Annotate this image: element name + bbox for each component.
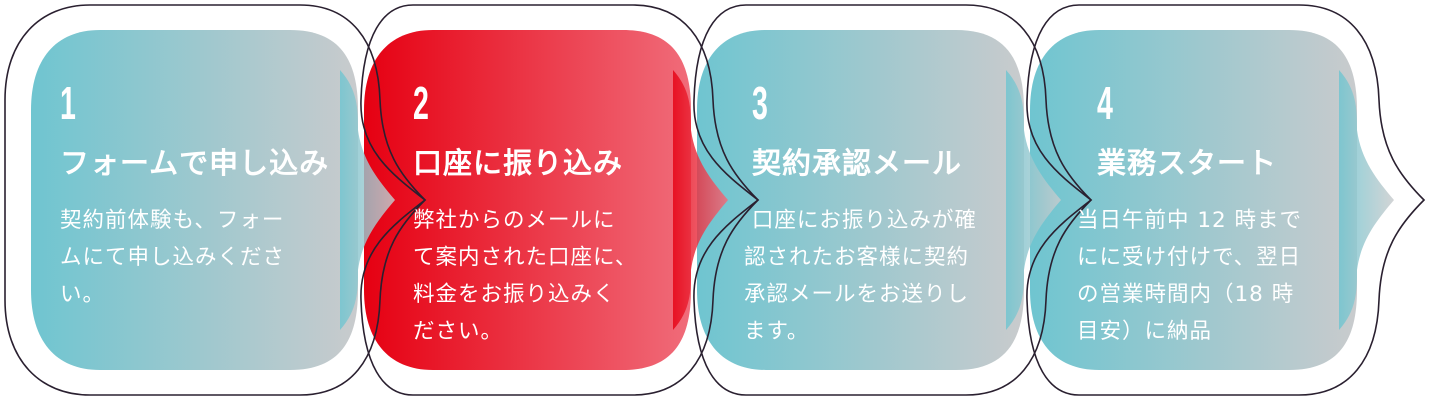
- step-number: 2: [413, 77, 429, 129]
- description-line: 目安）に納品: [1077, 319, 1213, 344]
- step-number: 4: [1097, 77, 1113, 129]
- step-number: 3: [752, 77, 768, 129]
- step-card-outline: [4, 4, 427, 396]
- step-card-fill: [31, 30, 358, 370]
- step-description: 弊社からのメールに て案内された口座に、 料金をお振り込みく ださい。: [413, 202, 637, 350]
- description-line: にに受け付けで、翌日: [1077, 245, 1302, 270]
- step-number: 1: [60, 77, 76, 129]
- step-title: 契約承認メール: [752, 146, 963, 180]
- step-title: 業務スタート: [1097, 146, 1278, 180]
- description-line: い。: [60, 282, 106, 307]
- step-card-outline: [693, 4, 1093, 396]
- description-line: 口座にお振り込みが確: [744, 208, 977, 233]
- step-arrow-tip: [340, 70, 395, 330]
- step-card-outline: [1026, 4, 1426, 396]
- description-line: 契約前体験も、フォー: [60, 208, 285, 233]
- description-line: 当日午前中 12 時まで: [1077, 208, 1303, 233]
- description-line: 料金をお振り込みく: [413, 282, 616, 307]
- description-line: ムにて申し込みくださ: [60, 245, 286, 270]
- step-description: 当日午前中 12 時まで にに受け付けで、翌日 の営業時間内（18 時 目安）に…: [1077, 202, 1302, 350]
- step-card-outline: [360, 4, 760, 396]
- description-line: 認されたお客様に契約: [744, 245, 970, 270]
- step-description: 契約前体験も、フォー ムにて申し込みくださ い。: [60, 202, 285, 313]
- description-line: の営業時間内（18 時: [1077, 282, 1295, 307]
- step-card-fill: [364, 30, 691, 370]
- description-line: ださい。: [413, 319, 504, 344]
- description-line: て案内された口座に、: [413, 245, 638, 270]
- step-description: 口座にお振り込みが確 認されたお客様に契約 承認メールをお送りし ます。: [744, 202, 977, 350]
- step-title: フォームで申し込み: [60, 146, 330, 180]
- step-arrow-tip: [1006, 70, 1061, 330]
- description-line: 承認メールをお送りし: [744, 282, 970, 307]
- step-arrow-tip: [673, 70, 728, 330]
- step-card-fill: [1030, 30, 1357, 370]
- description-line: 弊社からのメールに: [413, 208, 616, 233]
- step-title: 口座に振り込み: [413, 146, 624, 180]
- description-line: ます。: [744, 319, 810, 344]
- step-card-fill: [697, 30, 1024, 370]
- step-arrow-tip: [1339, 70, 1394, 330]
